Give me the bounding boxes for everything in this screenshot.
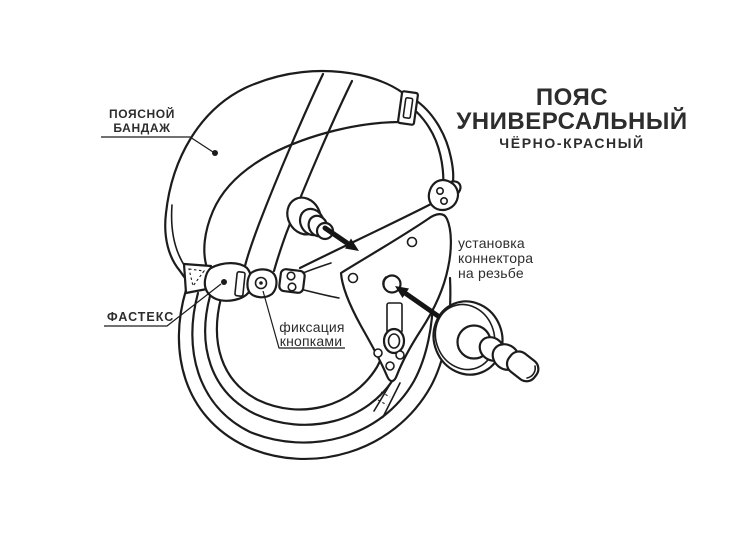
waist-band-leader-dot [212,150,218,156]
stud-arrow-head [345,238,359,251]
crossing-strap-edge-left [243,72,325,268]
threaded-hole-shading [382,276,387,290]
panel-snap-hole-3 [385,361,395,371]
d-ring-rivet-1 [435,187,444,196]
connector-arrow-shaft [402,290,441,319]
front-strap-upper-edge [298,201,435,270]
snap-stud [286,196,335,241]
belt-keeper [397,90,419,126]
snap-hole-a [286,271,296,281]
keeper-slot [402,97,414,119]
fastex-label: ФАСТЕКС [107,310,174,324]
fastex-leader [104,283,222,327]
connector-arrow-head [395,286,409,298]
threaded-connector [432,300,540,383]
snap-button-pin [259,281,263,285]
panel-snap-hole-1 [373,348,383,358]
fastex-leader-dot [221,279,227,285]
title-line-3: ЧЁРНО-КРАСНЫЙ [499,134,644,151]
title-line-1: ПОЯС [536,84,608,111]
leg-strap-2 [191,291,435,444]
d-ring-tab [427,178,460,212]
leader-lines [101,136,345,349]
connector-flange-rim [434,303,496,371]
connector-label-line-2: коннектора [458,250,533,266]
snap-hole-b [287,282,297,292]
arrows [322,225,441,319]
panel-bottom-strap [373,380,401,418]
panel-bottom-stitching [377,391,391,406]
waist-band-label-line-2: БАНДАЖ [113,121,170,135]
connector-label-line-3: на резьбе [458,265,524,281]
snap-fix-leader [262,290,345,349]
connector-label-line-1: установка [458,235,525,251]
snap-plate-double [278,268,306,294]
snap-fix-label-line-2: кнопками [280,333,343,349]
title-line-2: УНИВЕРСАЛЬНЫЙ [456,107,687,135]
stud-arrow-shaft [322,225,350,246]
d-ring-assembly [427,178,462,212]
waist-band [164,69,405,287]
panel-rivet-hole-top [406,236,418,248]
buckle-strap-lower [303,289,340,299]
d-ring-rivet-2 [439,197,448,206]
strap-fold-stitching [188,268,205,288]
labels: ПОЯС УНИВЕРСАЛЬНЫЙ ЧЁРНО-КРАСНЫЙ ПОЯСНОЙ… [107,84,687,349]
connector-tip [505,350,540,383]
panel-shape [339,213,452,383]
panel-snap-hole-2 [395,350,405,360]
connector-tip-shading [526,365,537,379]
panel-rivet-hole-left [347,272,359,284]
waist-band-leader [101,136,214,153]
snap-fix-label-line-1: фиксация [279,319,344,335]
fastex-assembly [182,262,340,302]
panel-ring-inner [387,333,401,349]
buckle-strap-upper [302,262,332,274]
waist-band-shape [164,69,405,287]
waist-band-label-line-1: ПОЯСНОЙ [109,106,175,121]
buckle-slot [234,271,246,297]
connector-panel [339,213,452,418]
